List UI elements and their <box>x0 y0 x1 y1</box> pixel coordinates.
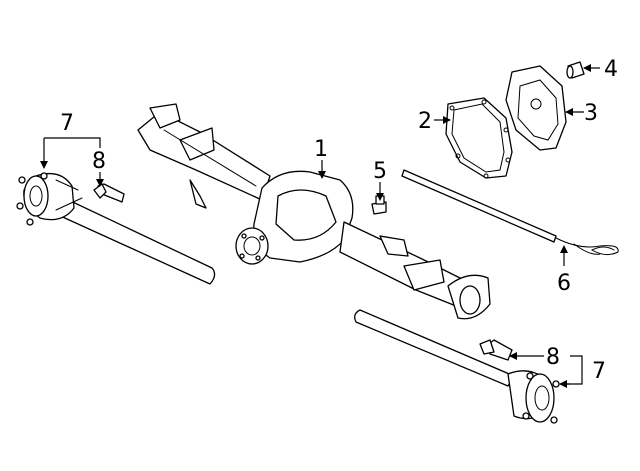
callout-6: 6 <box>557 271 571 296</box>
callout-5: 5 <box>373 159 387 184</box>
left-bolt <box>93 183 125 203</box>
right-bolt <box>479 339 513 361</box>
axle-housing <box>137 103 491 320</box>
leader-lines <box>40 64 600 388</box>
vent-fitting <box>371 195 387 215</box>
callout-4: 4 <box>604 57 618 82</box>
callout-7-left: 7 <box>60 111 74 136</box>
vent-hose <box>401 169 619 256</box>
right-axle-shaft <box>354 309 560 424</box>
callout-7-right: 7 <box>592 359 606 384</box>
cover-gasket <box>445 97 513 179</box>
fill-plug <box>566 61 585 79</box>
differential-cover <box>505 65 567 151</box>
callout-1: 1 <box>314 137 328 162</box>
callout-8-right: 8 <box>546 345 560 370</box>
callout-2: 2 <box>418 109 432 134</box>
callout-labels: 1 2 3 4 5 6 7 8 8 7 <box>60 57 618 384</box>
left-axle-shaft <box>16 172 216 285</box>
callout-3: 3 <box>584 101 598 126</box>
callout-8-left: 8 <box>92 149 106 174</box>
